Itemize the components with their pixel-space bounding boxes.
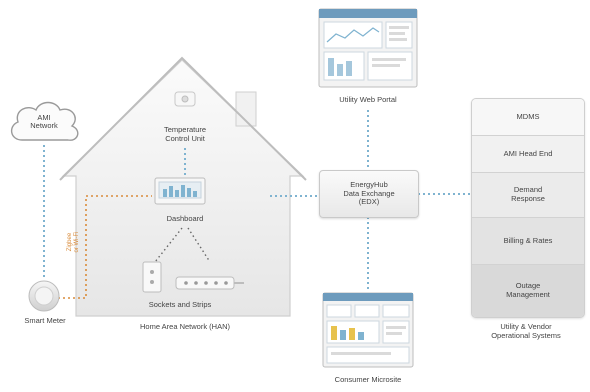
meter-link-line2: or Wi-Fi xyxy=(73,231,80,253)
systems-label: Utility & Vendor Operational Systems xyxy=(462,322,590,340)
power-strip-icon xyxy=(175,276,244,290)
web-portal-label: Utility Web Portal xyxy=(339,95,397,104)
cloud-label-line2: Network xyxy=(30,121,58,131)
socket-icon xyxy=(142,261,162,293)
edx-box: EnergyHub Data Exchange (EDX) xyxy=(319,170,419,218)
smart-meter-label: Smart Meter xyxy=(24,316,66,325)
microsite-label: Consumer Microsite xyxy=(334,375,402,384)
systems-label-line1: Utility & Vendor xyxy=(500,322,552,331)
dashboard-label: Dashboard xyxy=(166,214,204,223)
cloud-label-line1: AMI xyxy=(37,113,51,122)
system-billing-rates: Billing & Rates xyxy=(472,218,584,265)
system-mdms-label: MDMS xyxy=(516,111,540,121)
edx-line2: Data Exchange xyxy=(343,188,395,198)
cloud-shape xyxy=(11,101,79,141)
system-demand-response: Demand Response xyxy=(472,173,584,218)
system-mdms: MDMS xyxy=(472,99,584,136)
system-demand-response-line2: Response xyxy=(511,194,545,203)
edx-line1: EnergyHub xyxy=(350,180,388,190)
system-demand-response-line1: Demand xyxy=(513,185,543,195)
system-ami-head-end: AMI Head End xyxy=(472,136,584,173)
system-outage-line1: Outage xyxy=(515,281,541,291)
dashboard-device-icon xyxy=(154,177,206,205)
meter-link-label: Zigbee or Wi-Fi xyxy=(67,222,87,262)
cloud-label: AMI Network xyxy=(22,113,66,131)
thermostat-icon xyxy=(174,91,196,107)
smart-meter-icon xyxy=(28,280,60,312)
system-outage-line2: Management xyxy=(506,290,550,299)
system-billing-rates-label: Billing & Rates xyxy=(503,235,553,245)
systems-stack: MDMS AMI Head End Demand Response Billin… xyxy=(471,98,585,318)
system-outage-management: Outage Management xyxy=(472,265,584,317)
temperature-line1: Temperature xyxy=(163,125,207,134)
system-ami-head-end-label: AMI Head End xyxy=(503,148,553,158)
han-label: Home Area Network (HAN) xyxy=(139,322,231,331)
temperature-line2: Control Unit xyxy=(165,133,205,143)
connector-dashboard-sockets xyxy=(154,227,211,263)
sockets-label: Sockets and Strips xyxy=(148,300,212,309)
temperature-control-label: Temperature Control Unit xyxy=(140,125,230,143)
meter-link-line1: Zigbee xyxy=(67,232,73,252)
edx-line3: (EDX) xyxy=(358,197,380,207)
web-portal-screenshot xyxy=(318,8,418,88)
systems-label-line2: Operational Systems xyxy=(491,330,561,340)
consumer-microsite-screenshot xyxy=(322,292,414,368)
